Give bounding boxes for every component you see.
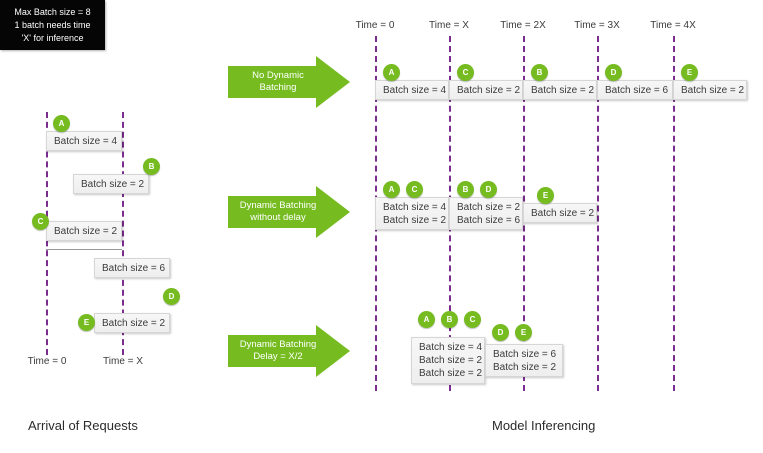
left-time-label-0: Time = 0: [27, 356, 67, 367]
row1-badge-c: C: [457, 64, 474, 81]
row2-badge-b: B: [457, 181, 474, 198]
row1-slot-1: Batch size = 2: [449, 80, 523, 100]
row2-slot-1-line-0: Batch size = 2: [457, 201, 521, 213]
request-badge-b: B: [143, 158, 160, 175]
row2-slot-1: Batch size = 2 Batch size = 6: [449, 197, 523, 230]
left-request-label-c: Batch size = 2: [54, 225, 118, 237]
request-badge-c: C: [32, 213, 49, 230]
row1-slot-0-line-0: Batch size = 4: [383, 84, 447, 96]
max-batch-size-callout: Max Batch size = 8 1 batch needs time 'X…: [0, 0, 105, 50]
left-request-label-e: Batch size = 2: [102, 317, 166, 329]
left-time-label-x: Time = X: [103, 356, 143, 367]
row1-badge-b: B: [531, 64, 548, 81]
arrow-no-dynamic-batching: No Dynamic Batching: [228, 56, 350, 108]
row1-badge-e: E: [681, 64, 698, 81]
chevron-right-icon: [228, 56, 350, 108]
time-label-2x: Time = 2X: [500, 20, 546, 31]
row3-slot-0-line-2: Batch size = 2: [419, 368, 483, 379]
row1-slot-4-line-0: Batch size = 2: [681, 84, 745, 96]
row2-slot-2-line-0: Batch size = 2: [531, 207, 595, 219]
left-request-box-b: Batch size = 2: [73, 174, 149, 194]
time-label-3x: Time = 3X: [574, 20, 620, 31]
row1-slot-2-line-0: Batch size = 2: [531, 84, 595, 96]
callout-line-1: Max Batch size = 8: [14, 6, 91, 17]
row1-slot-2: Batch size = 2: [523, 80, 597, 100]
row3-badge-a: A: [418, 311, 435, 328]
row2-badge-d: D: [480, 181, 497, 198]
chevron-right-icon: [228, 186, 350, 238]
row2-badge-e: E: [537, 187, 554, 204]
right-panel-caption: Model Inferencing: [492, 418, 596, 433]
row1-slot-3: Batch size = 6: [597, 80, 673, 100]
left-request-box-a: Batch size = 4: [46, 131, 122, 151]
left-timeline-x: [122, 112, 124, 355]
row2-slot-0-line-0: Batch size = 4: [383, 201, 447, 213]
request-badge-a: A: [53, 115, 70, 132]
batch-rail: [46, 249, 122, 250]
row2-slot-2: Batch size = 2: [523, 203, 597, 223]
callout-line-3: 'X' for inference: [21, 32, 84, 43]
left-request-label-b: Batch size = 2: [81, 178, 145, 190]
row3-badge-e: E: [515, 324, 532, 341]
row1-slot-0: Batch size = 4: [375, 80, 449, 100]
timeline-3x: [597, 36, 599, 391]
row1-badge-a: A: [383, 64, 400, 81]
row3-slot-0-line-0: Batch size = 4: [419, 342, 483, 353]
chevron-right-icon: [228, 325, 350, 377]
row3-slot-0-line-1: Batch size = 2: [419, 355, 483, 366]
row3-badge-d: D: [492, 324, 509, 341]
row2-slot-1-line-1: Batch size = 6: [457, 214, 521, 226]
row1-slot-1-line-0: Batch size = 2: [457, 84, 521, 96]
left-panel-caption: Arrival of Requests: [28, 418, 138, 433]
row1-badge-d: D: [605, 64, 622, 81]
row2-badge-a: A: [383, 181, 400, 198]
time-label-4x: Time = 4X: [650, 20, 696, 31]
row3-slot-1-line-0: Batch size = 6: [493, 348, 557, 360]
time-label-x: Time = X: [429, 20, 469, 31]
left-request-box-e: Batch size = 2: [94, 313, 170, 333]
row3-slot-0: Batch size = 4 Batch size = 2 Batch size…: [411, 337, 485, 384]
row1-slot-3-line-0: Batch size = 6: [605, 84, 669, 96]
left-request-label-a: Batch size = 4: [54, 135, 118, 147]
left-request-box-c: Batch size = 2: [46, 221, 122, 241]
arrow-dynamic-batching-delay: Dynamic Batching Delay = X/2: [228, 325, 350, 377]
left-request-box-d: Batch size = 6: [94, 258, 170, 278]
request-badge-d: D: [163, 288, 180, 305]
arrow-dynamic-batching-no-delay: Dynamic Batching without delay: [228, 186, 350, 238]
row2-badge-c: C: [406, 181, 423, 198]
row3-slot-1: Batch size = 6 Batch size = 2: [485, 344, 563, 377]
time-label-0: Time = 0: [355, 20, 395, 31]
callout-line-2: 1 batch needs time: [14, 19, 91, 30]
row3-slot-1-line-1: Batch size = 2: [493, 361, 557, 373]
request-badge-e: E: [78, 314, 95, 331]
row3-badge-b: B: [441, 311, 458, 328]
row3-badge-c: C: [464, 311, 481, 328]
row2-slot-0: Batch size = 4 Batch size = 2: [375, 197, 449, 230]
row2-slot-0-line-1: Batch size = 2: [383, 214, 447, 226]
row1-slot-4: Batch size = 2: [673, 80, 747, 100]
left-request-label-d: Batch size = 6: [102, 262, 166, 274]
timeline-4x: [673, 36, 675, 391]
